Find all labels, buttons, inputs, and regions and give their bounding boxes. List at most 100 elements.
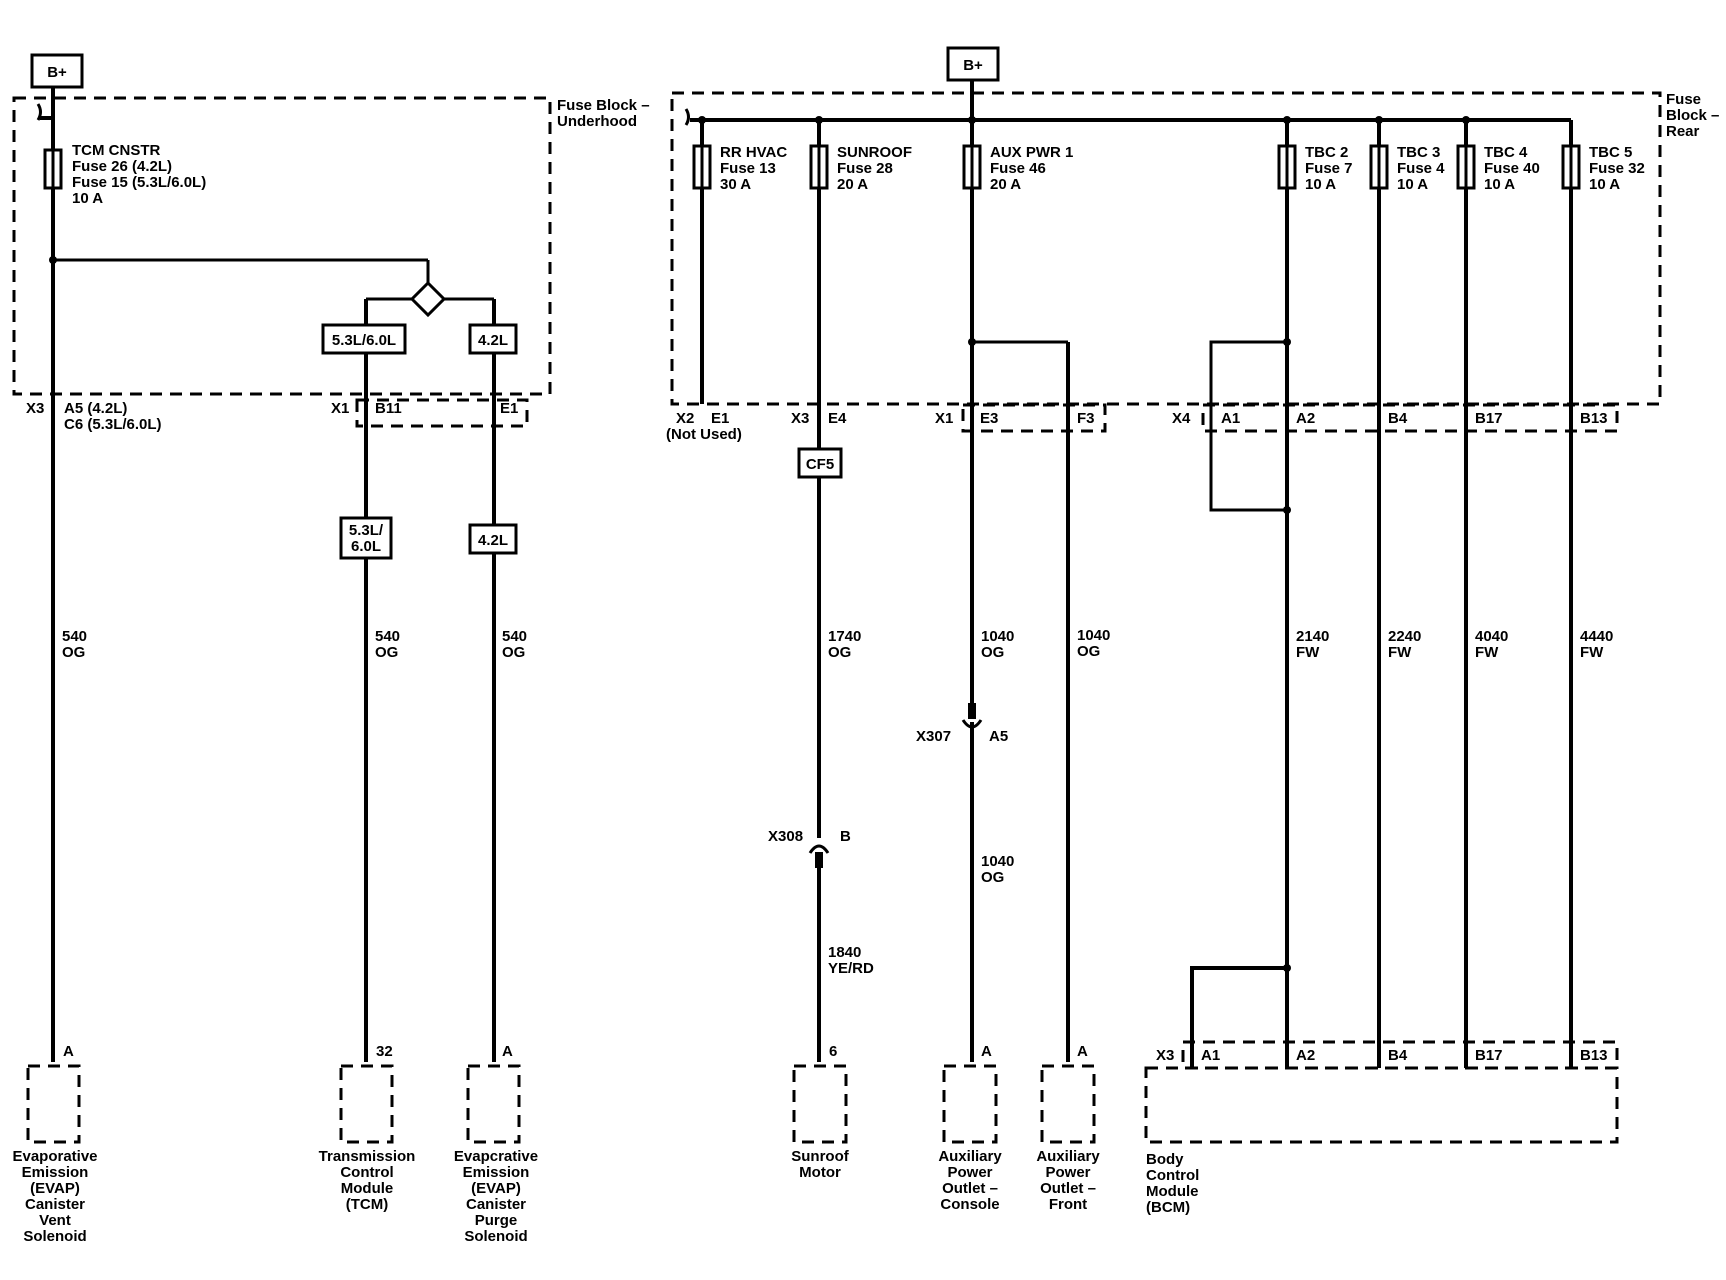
svg-text:Control: Control (1146, 1167, 1199, 1184)
conn-x3-pin-right: E4 (828, 410, 847, 427)
fuse-label-tbc2: TBC 2 Fuse 7 10 A (1305, 144, 1353, 193)
fuse-block-rear-label-2: Block – (1666, 107, 1719, 124)
jumper-a1-upper (1209, 340, 1287, 512)
fuse-label-sunroof: SUNROOF Fuse 28 20 A (837, 144, 912, 193)
inline-x307-name: X307 (916, 728, 951, 745)
conn-x1-left-outline (355, 398, 529, 428)
svg-text:(EVAP): (EVAP) (30, 1180, 80, 1197)
component-evap-vent-name: Evaporative Emission (EVAP) Canister Ven… (12, 1148, 97, 1245)
circuit-tbc4-number: 4040 (1475, 628, 1508, 645)
svg-text:Body: Body (1146, 1151, 1184, 1168)
component-sunroof-name: Sunroof Motor (791, 1148, 849, 1181)
fuse-block-rear-label-1: Fuse (1666, 91, 1701, 108)
wire-tag-42-label: 4.2L (478, 532, 508, 549)
circuit-sunroof-bottom-color: YE/RD (828, 960, 874, 977)
svg-text:20 A: 20 A (990, 176, 1021, 193)
conn-x1-pin-f3: F3 (1077, 410, 1095, 427)
conn-x1-right-outline (961, 403, 1107, 433)
svg-text:Outlet –: Outlet – (942, 1180, 998, 1197)
conn-x3-pin-1: A5 (4.2L) (64, 400, 127, 417)
pin-sunroof: 6 (829, 1043, 837, 1060)
circuit-tbc5-number: 4440 (1580, 628, 1613, 645)
fuse-label-tbc3: TBC 3 Fuse 4 10 A (1397, 144, 1445, 193)
conn-x4-pin-a2: A2 (1296, 410, 1315, 427)
svg-text:(EVAP): (EVAP) (471, 1180, 521, 1197)
wire-tag-53-60-line-2: 6.0L (351, 538, 381, 555)
component-sunroof-motor (792, 1064, 848, 1144)
circuit-aux-top-color: OG (981, 644, 1004, 661)
bcm-connector-x3: X3 (1156, 1047, 1174, 1064)
component-bcm-name: Body Control Module (BCM) (1146, 1151, 1199, 1216)
component-aux-console (942, 1064, 998, 1144)
svg-text:Fuse 32: Fuse 32 (1589, 160, 1645, 177)
svg-text:RR HVAC: RR HVAC (720, 144, 787, 161)
bcm-connector-outline (1181, 1040, 1619, 1070)
option-tag-53-60-label: 5.3L/6.0L (332, 332, 396, 349)
component-evap-vent (26, 1064, 81, 1144)
svg-text:Transmission: Transmission (319, 1148, 416, 1165)
circuit-tbc5-color: FW (1580, 644, 1604, 661)
svg-text:30 A: 30 A (720, 176, 751, 193)
component-tcm (339, 1064, 394, 1144)
circuit-sunroof-top-color: OG (828, 644, 851, 661)
fuse-icon-tbc4 (1456, 144, 1476, 190)
fuse-tcm-line-1: TCM CNSTR (72, 142, 160, 159)
fuse-tcm-line-2: Fuse 26 (4.2L) (72, 158, 172, 175)
conn-x4-pin-b17: B17 (1475, 410, 1503, 427)
circuit-tcm-number: 540 (375, 628, 400, 645)
fuse-label-aux-pwr: AUX PWR 1 Fuse 46 20 A (990, 144, 1073, 193)
jumper-a1-lower (1190, 966, 1287, 1068)
svg-text:10 A: 10 A (1589, 176, 1620, 193)
circuit-tbc3-color: FW (1388, 644, 1412, 661)
svg-text:Module: Module (341, 1180, 394, 1197)
circuit-evap-vent-color: OG (62, 644, 85, 661)
option-tag-53-60 (321, 323, 407, 355)
bus-connector-symbol-left (36, 103, 42, 121)
right-supply-section: B+ Fuse Block – Rear (666, 46, 1719, 1216)
fuse-block-rear-outline (670, 91, 1662, 406)
component-bcm (1144, 1066, 1619, 1144)
svg-text:Console: Console (940, 1196, 999, 1213)
svg-text:Module: Module (1146, 1183, 1199, 1200)
circuit-aux-front-color: OG (1077, 643, 1100, 660)
circuit-evap-vent-number: 540 (62, 628, 87, 645)
inline-x307-pin: A5 (989, 728, 1008, 745)
svg-text:TBC 5: TBC 5 (1589, 144, 1632, 161)
svg-text:Canister: Canister (466, 1196, 526, 1213)
svg-text:TBC 4: TBC 4 (1484, 144, 1528, 161)
bcm-pin-b4: B4 (1388, 1047, 1408, 1064)
component-tcm-name: Transmission Control Module (TCM) (319, 1148, 416, 1213)
svg-text:Control: Control (340, 1164, 393, 1181)
wire-tag-42 (468, 523, 518, 555)
svg-text:Auxiliary: Auxiliary (1036, 1148, 1100, 1165)
circuit-tbc2-number: 2140 (1296, 628, 1329, 645)
svg-text:Purge: Purge (475, 1212, 518, 1229)
conn-x2-note: (Not Used) (666, 426, 742, 443)
circuit-evap-purge-number: 540 (502, 628, 527, 645)
svg-text:Canister: Canister (25, 1196, 85, 1213)
bcm-pin-b13: B13 (1580, 1047, 1608, 1064)
splice-tag-cf5 (797, 447, 843, 479)
conn-x3-pin-2: C6 (5.3L/6.0L) (64, 416, 162, 433)
fuse-tcm-line-4: 10 A (72, 190, 103, 207)
circuit-tbc4-color: FW (1475, 644, 1499, 661)
conn-x3-right: X3 (791, 410, 809, 427)
conn-x4-pin-b13: B13 (1580, 410, 1608, 427)
svg-text:Auxiliary: Auxiliary (938, 1148, 1002, 1165)
fuse-label-rr-hvac: RR HVAC Fuse 13 30 A (720, 144, 787, 193)
circuit-aux-bottom-number: 1040 (981, 853, 1014, 870)
svg-text:Power: Power (1045, 1164, 1090, 1181)
fuse-icon-tbc5 (1561, 144, 1581, 190)
fuse-label-tbc4: TBC 4 Fuse 40 10 A (1484, 144, 1540, 193)
wire-tag-53-60-line-1: 5.3L/ (349, 522, 384, 539)
option-tag-42-label: 4.2L (478, 332, 508, 349)
circuit-tbc2-color: FW (1296, 644, 1320, 661)
bcm-pin-b17: B17 (1475, 1047, 1503, 1064)
component-evap-purge (466, 1064, 521, 1144)
fuse-icon-sunroof (809, 144, 829, 190)
fuse-icon-tbc2 (1277, 144, 1297, 190)
circuit-sunroof-bottom-number: 1840 (828, 944, 861, 961)
component-aux-front (1040, 1064, 1096, 1144)
svg-text:Fuse 46: Fuse 46 (990, 160, 1046, 177)
bcm-pin-a2: A2 (1296, 1047, 1315, 1064)
